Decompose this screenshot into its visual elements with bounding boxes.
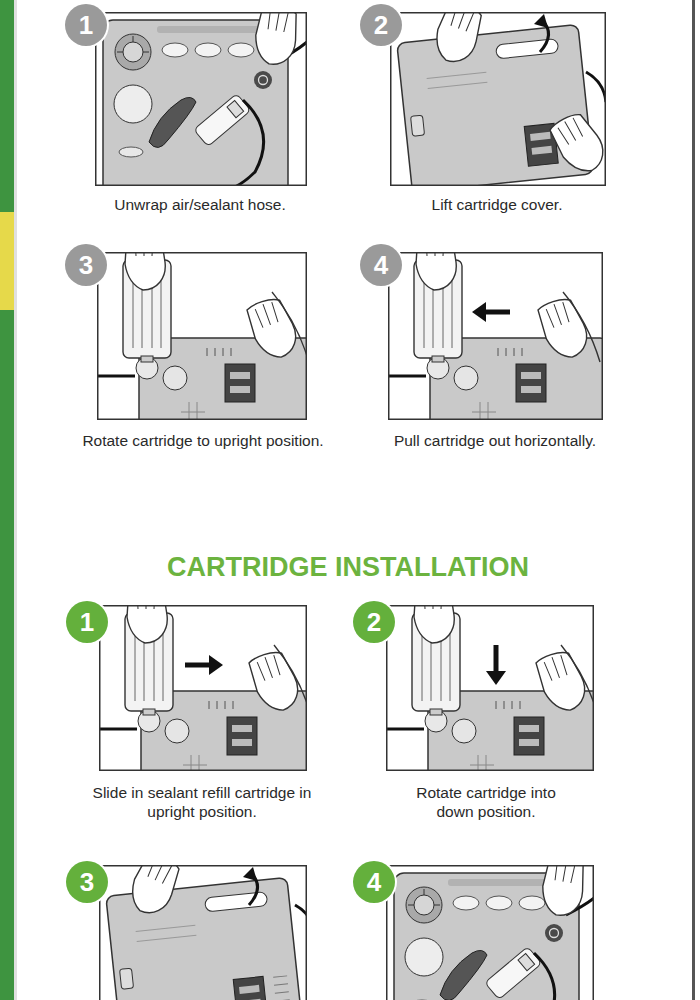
step-frame bbox=[390, 0, 611, 193]
step-frame bbox=[386, 854, 598, 1000]
step-caption: Rotate cartridge to upright position. bbox=[53, 431, 353, 450]
step-number-badge: 3 bbox=[65, 244, 107, 286]
step-number: 3 bbox=[79, 252, 93, 278]
step-frame bbox=[97, 231, 315, 448]
step-number: 2 bbox=[367, 609, 381, 635]
step-caption: Unwrap air/sealant hose. bbox=[55, 195, 345, 214]
step-number: 3 bbox=[80, 869, 94, 895]
step-caption: Lift cartridge cover. bbox=[352, 195, 642, 214]
step-number: 2 bbox=[374, 12, 388, 38]
step-frame bbox=[388, 231, 606, 448]
step-number: 1 bbox=[79, 12, 93, 38]
step-frame bbox=[99, 584, 317, 801]
side-stripe bbox=[0, 212, 14, 310]
step-caption: Rotate cartridge into down position. bbox=[400, 783, 572, 821]
step-number: 4 bbox=[374, 252, 388, 278]
step-frame bbox=[95, 3, 307, 195]
edge-line bbox=[692, 0, 695, 1000]
step-caption: Slide in sealant refill cartridge in upr… bbox=[84, 783, 320, 821]
step-caption: Pull cartridge out horizontally. bbox=[350, 431, 640, 450]
step-number: 1 bbox=[80, 609, 94, 635]
step-number-badge: 3 bbox=[66, 861, 108, 903]
step-number-badge: 4 bbox=[360, 244, 402, 286]
section-heading: CARTRIDGE INSTALLATION bbox=[167, 551, 529, 583]
step-number-badge: 1 bbox=[65, 4, 107, 46]
step-number-badge: 4 bbox=[353, 861, 395, 903]
side-stripe bbox=[0, 0, 14, 1000]
step-number-badge: 2 bbox=[353, 601, 395, 643]
step-frame bbox=[386, 584, 604, 801]
step-number-badge: 2 bbox=[360, 4, 402, 46]
step-number: 4 bbox=[367, 869, 381, 895]
step-number-badge: 1 bbox=[66, 601, 108, 643]
step-frame bbox=[99, 850, 315, 1000]
